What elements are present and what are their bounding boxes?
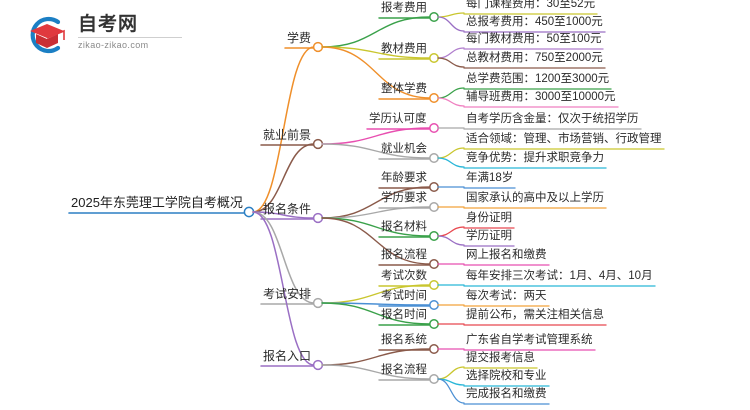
mindmap-branch-5-label[interactable]: 报名入口 xyxy=(263,349,312,363)
mindmap-leaf-3-4-1[interactable]: 网上报名和缴费 xyxy=(466,249,547,261)
connector-curve xyxy=(252,211,315,366)
mindmap-leaf-1-3-1[interactable]: 总学费范围：1200至3000元 xyxy=(466,73,610,85)
node-connector-dot[interactable] xyxy=(429,259,439,269)
node-connector-dot[interactable] xyxy=(429,280,439,290)
node-connector-dot[interactable] xyxy=(312,359,324,371)
node-connector-dot[interactable] xyxy=(429,12,439,22)
logo-divider xyxy=(78,37,182,38)
mindmap-subbranch-4-3-label[interactable]: 报名时间 xyxy=(381,309,427,321)
mindmap-leaf-1-2-2[interactable]: 总教材费用：750至2000元 xyxy=(466,52,603,64)
mindmap-branch-4-label[interactable]: 考试安排 xyxy=(263,287,312,301)
node-connector-dot[interactable] xyxy=(429,93,439,103)
connector-curve xyxy=(437,57,465,68)
connector-curve xyxy=(252,46,315,213)
connector-curve xyxy=(437,366,465,380)
mindmap-leaf-4-3-1[interactable]: 提前公布，需关注相关信息 xyxy=(466,309,604,321)
mindmap-subbranch-1-1-label[interactable]: 报考费用 xyxy=(381,2,427,14)
connector-curve xyxy=(252,211,315,219)
node-connector-dot[interactable] xyxy=(429,123,439,133)
mindmap-subbranch-5-2-label[interactable]: 报名流程 xyxy=(381,364,427,376)
mindmap-subbranch-4-2-label[interactable]: 考试时间 xyxy=(381,290,427,302)
node-connector-dot[interactable] xyxy=(429,374,439,384)
mindmap-subbranch-3-3-label[interactable]: 报名材料 xyxy=(381,221,427,233)
node-connector-dot[interactable] xyxy=(312,297,324,309)
connector-curve xyxy=(437,12,465,18)
mindmap-leaf-5-1-1[interactable]: 广东省自学考试管理系统 xyxy=(466,334,593,346)
graduation-cap-logo-icon xyxy=(30,16,65,54)
connector-curve xyxy=(437,235,465,246)
mindmap-leaf-2-2-2[interactable]: 竞争优势：提升求职竞争力 xyxy=(466,152,604,164)
node-connector-dot[interactable] xyxy=(429,344,439,354)
mindmap-leaf-3-1-1[interactable]: 年满18岁 xyxy=(466,172,514,184)
mindmap-leaf-1-1-2[interactable]: 总报考费用：450至1000元 xyxy=(466,16,603,28)
site-logo[interactable]: 自考网 zikao-zikao.com xyxy=(24,12,184,58)
connector-curve xyxy=(321,217,431,265)
connector-curve xyxy=(437,47,465,59)
node-connector-dot[interactable] xyxy=(429,153,439,163)
mindmap-leaf-3-3-1[interactable]: 身份证明 xyxy=(466,212,512,224)
node-connector-dot[interactable] xyxy=(312,138,324,150)
node-connector-dot[interactable] xyxy=(312,41,324,53)
connector-curve xyxy=(321,143,431,159)
node-connector-dot[interactable] xyxy=(429,53,439,63)
connector-curve xyxy=(321,46,431,59)
mindmap-branch-2-label[interactable]: 就业前景 xyxy=(263,128,312,142)
mindmap-leaf-2-1-1[interactable]: 自考学历含金量：仅次于统招学历 xyxy=(466,113,639,125)
connector-curve xyxy=(437,87,465,99)
connector-curve xyxy=(437,16,465,32)
mindmap-subbranch-2-2-label[interactable]: 就业机会 xyxy=(381,143,427,155)
node-connector-dot[interactable] xyxy=(429,182,439,192)
connector-curve xyxy=(321,364,431,380)
mindmap-leaf-4-1-1[interactable]: 每年安排三次考试：1月、4月、10月 xyxy=(466,270,653,282)
node-connector-dot[interactable] xyxy=(429,319,439,329)
logo-text: 自考网 zikao-zikao.com xyxy=(78,14,182,51)
mindmap-subbranch-2-1-label[interactable]: 学历认可度 xyxy=(369,113,427,125)
mindmap-subbranch-1-2-label[interactable]: 教材费用 xyxy=(381,43,427,55)
mindmap-leaf-3-3-2[interactable]: 学历证明 xyxy=(466,230,512,242)
mindmap-root-label[interactable]: 2025年东莞理工学院自考概况 xyxy=(71,195,243,210)
connector-curve xyxy=(437,147,465,159)
connector-curve xyxy=(321,302,431,325)
mindmap-leaf-4-2-1[interactable]: 每次考试：两天 xyxy=(466,290,547,302)
mindmap-leaf-5-2-1[interactable]: 提交报考信息 xyxy=(466,352,535,364)
mindmap-subbranch-3-2-label[interactable]: 学历要求 xyxy=(381,192,427,204)
mindmap-branch-3-label[interactable]: 报名条件 xyxy=(263,202,312,216)
node-connector-dot[interactable] xyxy=(312,212,324,224)
node-connector-dot[interactable] xyxy=(429,231,439,241)
logo-title: 自考网 xyxy=(78,14,139,35)
mindmap-leaf-3-2-1[interactable]: 国家承认的高中及以上学历 xyxy=(466,192,604,204)
mindmap-leaf-5-2-3[interactable]: 完成报名和缴费 xyxy=(466,388,547,400)
mindmap-subbranch-5-1-label[interactable]: 报名系统 xyxy=(381,334,427,346)
mindmap-leaf-1-3-2[interactable]: 辅导班费用：3000至10000元 xyxy=(466,91,616,103)
node-connector-dot[interactable] xyxy=(429,300,439,310)
connector-curve xyxy=(437,157,465,168)
logo-subtitle: zikao-zikao.com xyxy=(78,40,149,50)
connector-curve xyxy=(252,143,315,213)
mindmap-leaf-1-1-1[interactable]: 每门课程费用：30至52元 xyxy=(466,0,596,10)
node-connector-dot[interactable] xyxy=(429,202,439,212)
connector-curve xyxy=(437,226,465,237)
connector-curve xyxy=(321,46,431,99)
connector-curve xyxy=(321,217,431,237)
mindmap-subbranch-3-1-label[interactable]: 年龄要求 xyxy=(381,172,427,184)
mindmap-subbranch-4-1-label[interactable]: 考试次数 xyxy=(381,270,427,282)
mindmap-leaf-1-2-1[interactable]: 每门教材费用：50至100元 xyxy=(466,33,602,45)
mindmap-subbranch-1-3-label[interactable]: 整体学费 xyxy=(381,83,427,95)
mindmap-branch-1-label[interactable]: 学费 xyxy=(287,31,312,45)
mindmap-leaf-2-2-1[interactable]: 适合领域：管理、市场营销、行政管理 xyxy=(466,133,662,145)
connector-curve xyxy=(437,378,465,404)
node-connector-dot[interactable] xyxy=(243,206,255,218)
connector-curve xyxy=(437,97,465,107)
mindmap-subbranch-3-4-label[interactable]: 报名流程 xyxy=(381,249,427,261)
mindmap-leaf-5-2-2[interactable]: 选择院校和专业 xyxy=(466,370,547,382)
connector-curve xyxy=(252,211,315,304)
